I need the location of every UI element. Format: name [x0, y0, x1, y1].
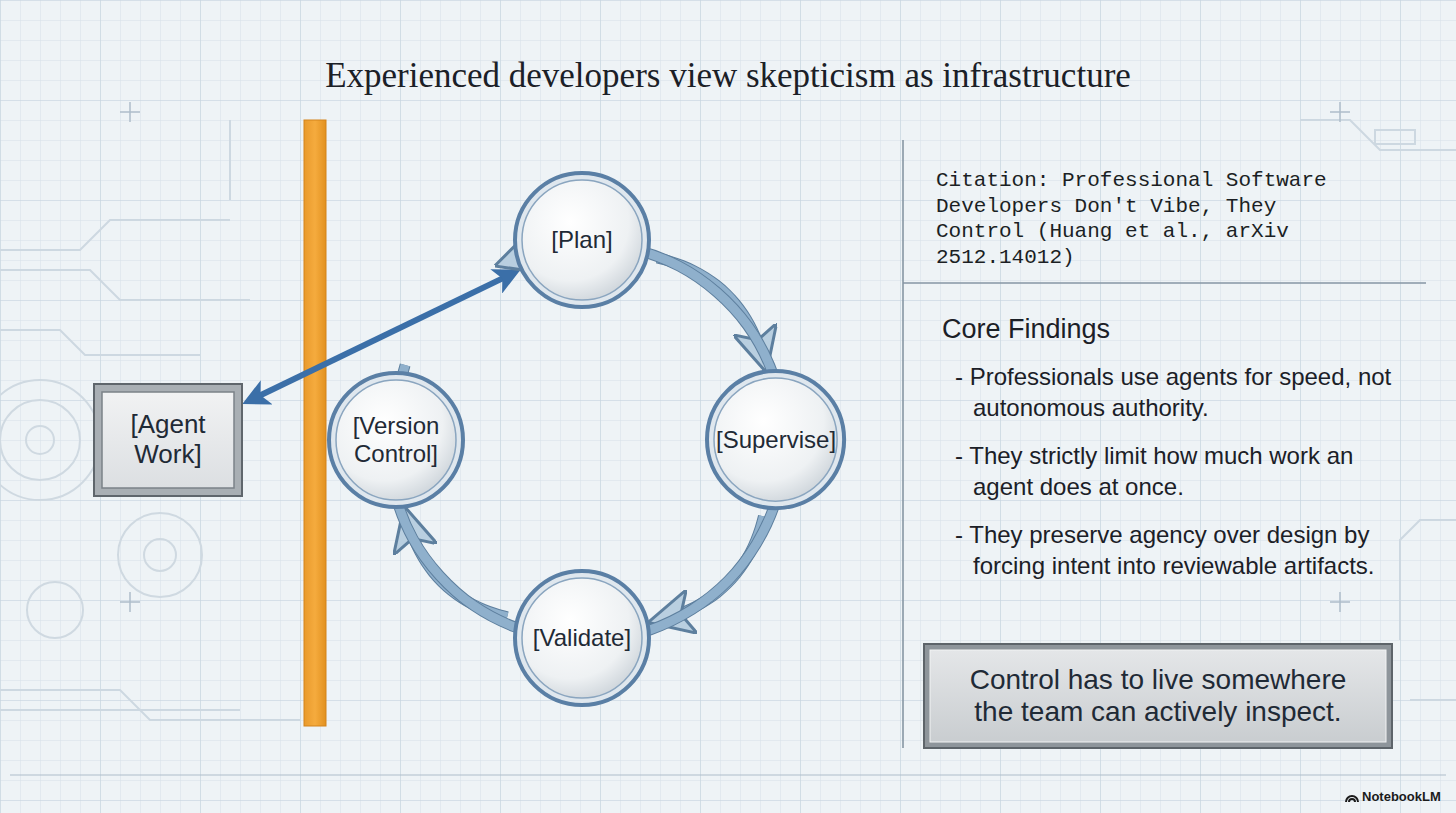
connector-arrow	[659, 516, 763, 619]
callout-face	[930, 650, 1386, 742]
panel-divider	[902, 140, 904, 748]
panel-divider	[903, 282, 1426, 284]
process-circle: [Validate]	[513, 569, 651, 707]
callout-box: Control has to live somewhere the team c…	[923, 643, 1393, 749]
process-circle: [Plan]	[513, 171, 651, 309]
barrier-tape	[304, 120, 326, 726]
finding-bullet: - They strictly limit how much work an a…	[955, 441, 1395, 502]
process-circle: [Version Control]	[327, 371, 465, 509]
callout-frame	[924, 644, 1392, 748]
connector-outline	[657, 258, 763, 362]
connector-outline	[659, 516, 763, 619]
node-label: [Plan]	[551, 226, 612, 254]
connector-arrow	[407, 517, 507, 617]
circle-outline	[329, 373, 463, 507]
section-heading: Core Findings	[942, 313, 1342, 345]
citation-text: Citation: Professional Software Develope…	[936, 168, 1376, 270]
decor-ruler	[10, 775, 1446, 776]
connector-arrow	[657, 258, 763, 362]
circle-fill	[522, 578, 642, 698]
circle-outline	[707, 371, 844, 508]
finding-bullet: - They preserve agency over design by fo…	[955, 520, 1395, 581]
node-label: [Validate]	[533, 624, 631, 652]
node-label: [Version Control]	[344, 412, 448, 467]
circle-outline	[515, 173, 649, 307]
node-label: Control has to live somewhere the team c…	[948, 664, 1368, 728]
agent-box: [Agent Work]	[93, 383, 243, 497]
circle-fill	[714, 378, 837, 501]
circle-fill	[336, 380, 456, 500]
box-face	[102, 392, 234, 488]
watermark-icon	[1346, 796, 1358, 802]
watermark: NotebookLM	[1362, 789, 1452, 805]
diagram-title: Experienced developers view skepticism a…	[0, 56, 1456, 96]
connector-outline	[407, 517, 507, 617]
circle-outline	[515, 571, 649, 705]
node-label: [Agent Work]	[113, 410, 223, 470]
box-frame	[94, 384, 242, 496]
node-label: [Supervise]	[716, 426, 836, 454]
decor-circuits	[0, 120, 1456, 720]
finding-bullet: - Professionals use agents for speed, no…	[955, 362, 1395, 423]
process-circle: [Supervise]	[705, 369, 846, 510]
circle-fill	[522, 180, 642, 300]
